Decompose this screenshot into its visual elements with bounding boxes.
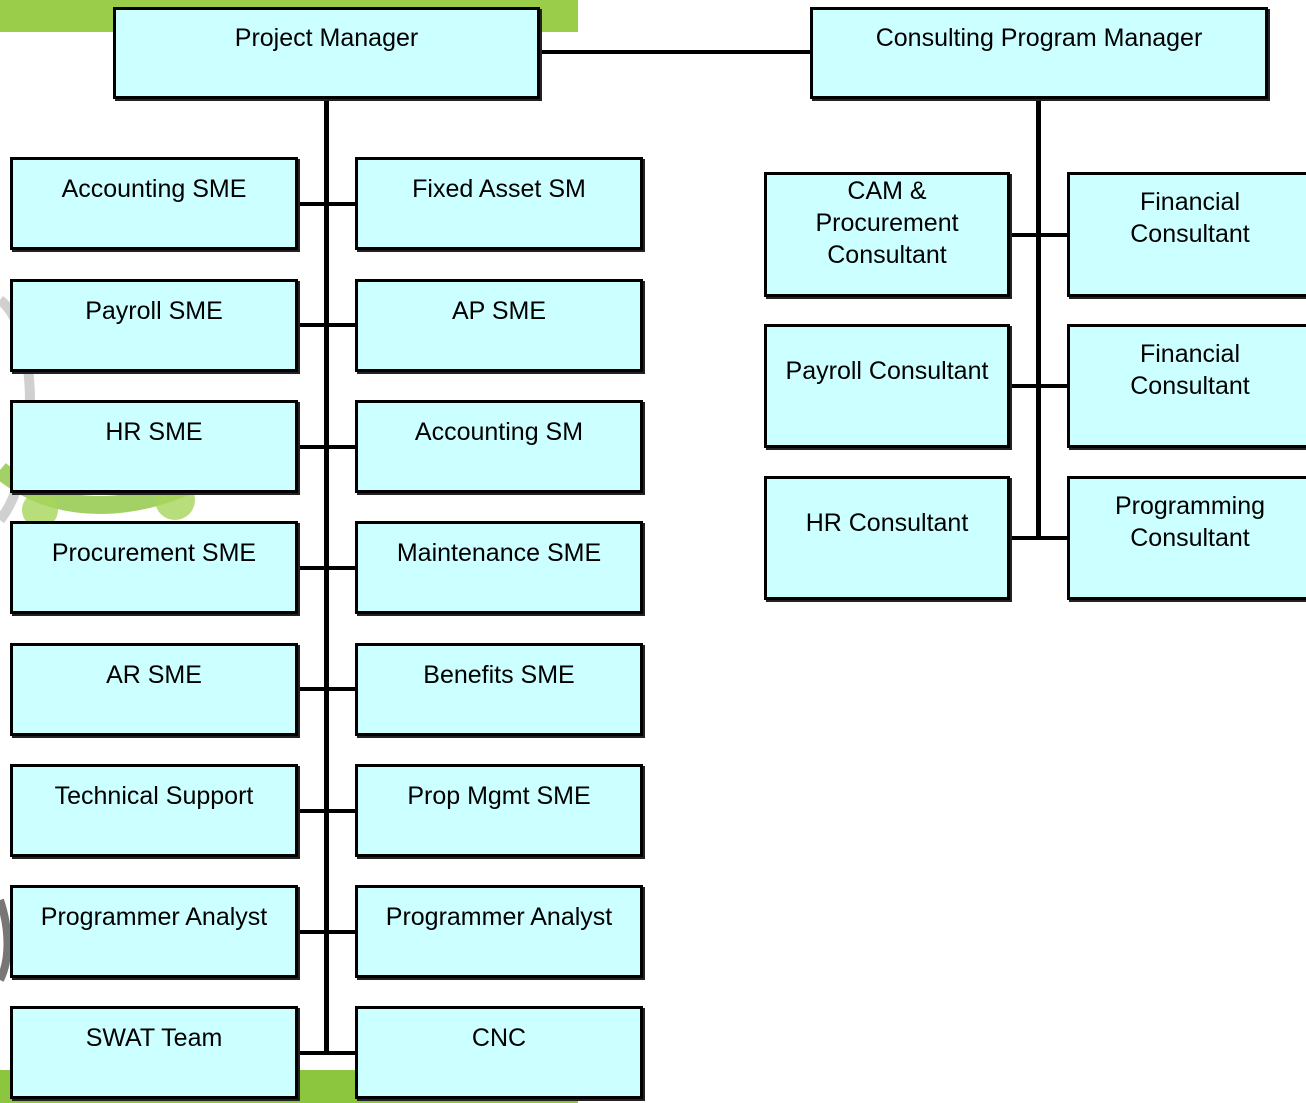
left-box-3: HR SME [10,400,298,493]
branch-row3 [296,445,356,449]
middle-box-label: CNC [471,1024,527,1052]
branch-consult3 [1008,536,1070,540]
branch-row2 [296,323,356,327]
branch-row4 [296,566,356,570]
left-box-label: SWAT Team [85,1024,223,1052]
branch-row1 [296,202,356,206]
left-box-label: Programmer Analyst [40,903,268,931]
consulting-program-manager-box: Consulting Program Manager [810,7,1268,99]
middle-box-5: Benefits SME [355,643,643,736]
left-box-label: Accounting SME [61,175,247,203]
middle-box-2: AP SME [355,279,643,372]
left-box-6: Technical Support [10,764,298,857]
left-box-1: Accounting SME [10,157,298,250]
consultant-left-box-2: Payroll Consultant [764,324,1010,448]
branch-row8 [296,1051,356,1055]
consultant-label: Financial Consultant [1130,188,1250,248]
left-box-label: HR SME [105,418,203,446]
project-manager-label: Project Manager [234,24,419,52]
middle-box-6: Prop Mgmt SME [355,764,643,857]
consulting-program-manager-label: Consulting Program Manager [875,24,1203,52]
branch-row5 [296,687,356,691]
branch-consult2 [1008,384,1070,388]
connector-top [538,50,812,54]
middle-box-label: Prop Mgmt SME [407,782,591,810]
left-box-label: AR SME [106,661,202,689]
middle-box-1: Fixed Asset SM [355,157,643,250]
middle-box-label: Benefits SME [423,661,575,689]
connector-pm-trunk [324,97,329,1053]
consultant-label: HR Consultant [805,509,969,537]
middle-box-3: Accounting SM [355,400,643,493]
consultant-left-box-3: HR Consultant [764,476,1010,600]
consultant-label: Financial Consultant [1130,340,1250,400]
left-box-5: AR SME [10,643,298,736]
left-box-label: Technical Support [54,782,254,810]
consultant-right-box-1: Financial Consultant [1067,172,1306,297]
branch-row6 [296,809,356,813]
consultant-right-box-2: Financial Consultant [1067,324,1306,448]
consultant-label: CAM & Procurement Consultant [815,177,959,269]
middle-box-label: AP SME [451,297,547,325]
branch-row7 [296,930,356,934]
left-box-4: Procurement SME [10,521,298,614]
middle-box-label: Maintenance SME [396,539,602,567]
middle-box-4: Maintenance SME [355,521,643,614]
branch-consult1 [1008,233,1070,237]
left-box-8: SWAT Team [10,1006,298,1099]
consultant-left-box-1: CAM & Procurement Consultant [764,172,1010,297]
connector-cpm-trunk [1036,97,1041,538]
middle-box-7: Programmer Analyst [355,885,643,978]
middle-box-label: Fixed Asset SM [412,175,586,203]
project-manager-box: Project Manager [113,7,540,99]
middle-box-label: Programmer Analyst [385,903,613,931]
consultant-right-box-3: Programming Consultant [1067,476,1306,600]
left-box-2: Payroll SME [10,279,298,372]
consultant-label: Payroll Consultant [785,357,989,385]
left-box-label: Procurement SME [51,539,257,567]
middle-box-label: Accounting SM [414,418,584,446]
middle-box-8: CNC [355,1006,643,1099]
left-box-label: Payroll SME [85,297,223,325]
consultant-label: Programming Consultant [1114,492,1266,552]
left-box-7: Programmer Analyst [10,885,298,978]
